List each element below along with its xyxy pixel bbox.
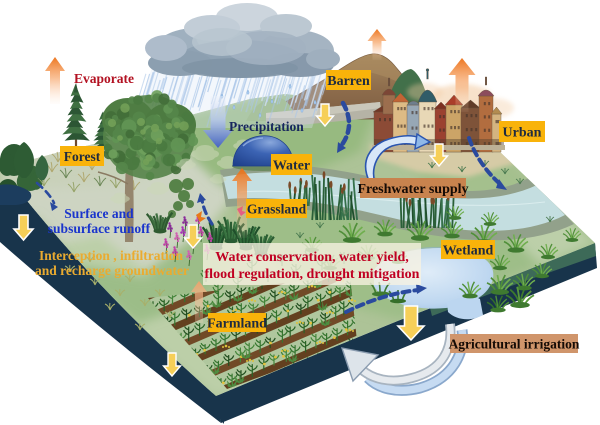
- svg-text:Surface and: Surface and: [64, 206, 134, 221]
- svg-text:Agricultural irrigation: Agricultural irrigation: [449, 336, 580, 351]
- svg-text:Wetland: Wetland: [443, 244, 494, 259]
- svg-text:Evaporate: Evaporate: [74, 71, 134, 86]
- svg-text:subsurface runoff: subsurface runoff: [48, 221, 151, 236]
- svg-text:Freshwater supply: Freshwater supply: [357, 182, 468, 197]
- svg-text:Urban: Urban: [503, 126, 542, 141]
- svg-text:Forest: Forest: [64, 149, 101, 164]
- svg-text:Grassland: Grassland: [247, 201, 307, 216]
- svg-text:flood regulation, drought miti: flood regulation, drought mitigation: [205, 267, 420, 282]
- svg-text:Barren: Barren: [327, 74, 370, 89]
- svg-text:Water: Water: [273, 159, 310, 174]
- svg-text:Water conservation, water yiel: Water conservation, water yield,: [215, 250, 409, 265]
- svg-text:Farmland: Farmland: [207, 317, 267, 332]
- svg-text:Interception , infiltration: Interception , infiltration: [39, 248, 184, 263]
- svg-text:Precipitation: Precipitation: [229, 119, 304, 134]
- svg-text:and recharge groundwater: and recharge groundwater: [35, 263, 189, 278]
